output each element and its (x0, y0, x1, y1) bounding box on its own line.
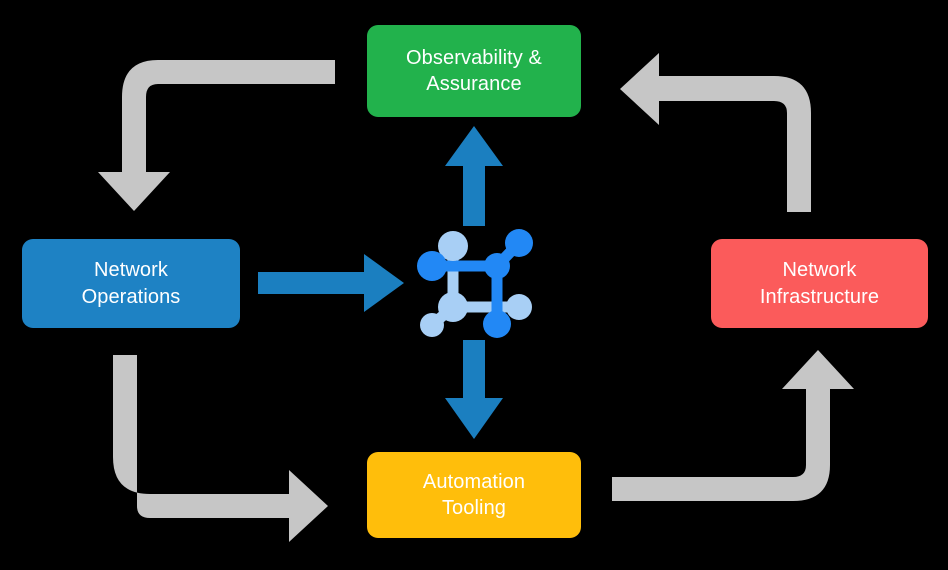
network-icon-bright-nodes (417, 229, 533, 338)
arrow-automation-to-infrastructure (612, 350, 854, 501)
node-label-observability: Observability & Assurance (406, 46, 542, 95)
arrow-hub-to-observability (445, 126, 503, 226)
node-top-left (438, 231, 468, 261)
node-label-automation-tooling: Automation Tooling (422, 470, 526, 519)
node-label-network-operations: Network Operations (81, 259, 181, 308)
node-box-observability[interactable]: Observability & Assurance (367, 25, 581, 117)
node-left-hub (417, 251, 447, 281)
node-mid-left (438, 292, 468, 322)
node-label-network-infrastructure: Network Infrastructure (759, 259, 880, 308)
node-bottom-center (483, 310, 511, 338)
node-right-leaf (506, 294, 532, 320)
node-box-network-operations[interactable]: Network Operations (22, 239, 240, 328)
node-bottom-left-leaf (420, 313, 444, 337)
node-top-right (505, 229, 533, 257)
arrow-observability-to-operations (98, 60, 335, 211)
arrow-infrastructure-to-observability (620, 53, 811, 212)
arrow-operations-to-automation (113, 355, 328, 542)
node-box-network-infrastructure[interactable]: Network Infrastructure (711, 239, 928, 328)
arrow-hub-to-automation (445, 340, 503, 439)
arrow-operations-to-hub (258, 254, 404, 312)
node-center-hub (484, 253, 510, 279)
node-box-automation-tooling[interactable]: Automation Tooling (367, 452, 581, 538)
network-icon-light-nodes (420, 231, 532, 337)
